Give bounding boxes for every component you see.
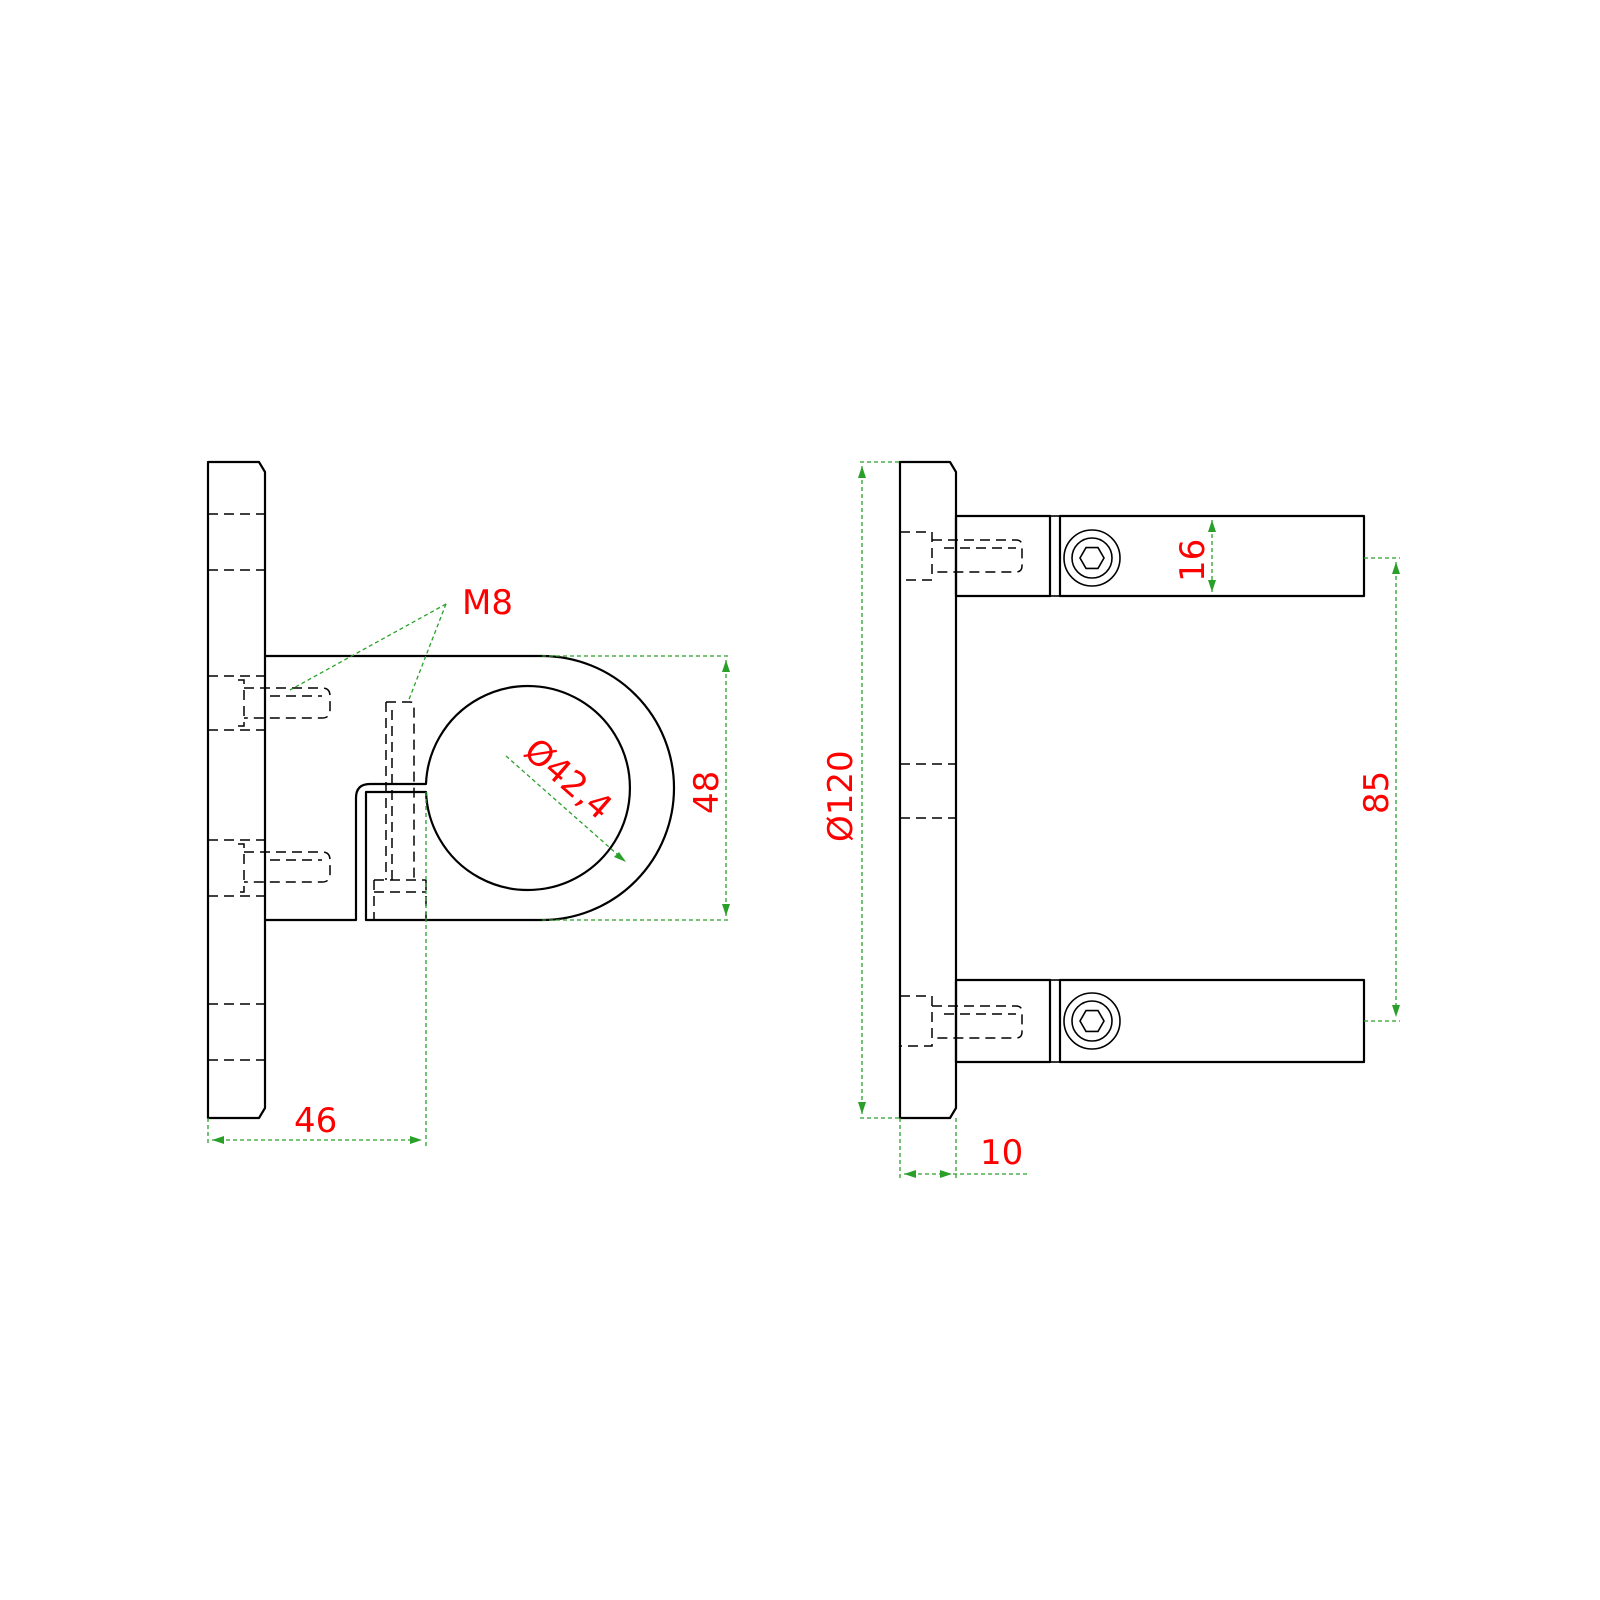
dim-projection-label: 46	[294, 1101, 337, 1141]
dim-plate-thickness-label: 10	[980, 1133, 1023, 1173]
front-view-lower-screw-hidden	[900, 995, 1023, 1047]
dim-arm-spacing-label: 85	[1357, 771, 1397, 814]
dim-arm-height-label: 16	[1173, 539, 1213, 582]
dim-thread-label: M8	[462, 583, 513, 623]
side-view: M8 Ø42,4 48 46	[206, 460, 730, 1146]
side-view-plate-hidden-lines	[208, 513, 265, 1061]
front-view-upper-hex-socket	[1063, 529, 1121, 587]
dim-clamp-height: 48	[542, 655, 730, 921]
dim-pipe-diameter: Ø42,4	[505, 731, 627, 863]
front-view-plate-hidden-lines	[900, 763, 956, 819]
front-view-lower-hex-socket	[1063, 992, 1121, 1050]
side-view-lower-screw-hidden	[238, 843, 331, 893]
front-view-lower-arm	[954, 978, 1366, 1064]
dim-plate-diameter: Ø120	[821, 461, 900, 1119]
side-view-clamp-screw-hidden	[373, 701, 427, 920]
front-view-upper-arm	[954, 514, 1366, 598]
front-view-plate	[898, 460, 958, 1120]
side-view-upper-screw-hidden	[238, 679, 331, 727]
dim-arm-spacing: 85	[1357, 557, 1400, 1022]
dim-plate-thickness: 10	[899, 1118, 1030, 1178]
front-view-upper-screw-hidden	[900, 531, 1023, 581]
side-view-plate	[206, 460, 267, 1120]
dim-thread-leader: M8	[289, 583, 513, 703]
dim-pipe-diameter-label: Ø42,4	[516, 731, 620, 828]
dim-projection: 46	[207, 792, 427, 1146]
front-view: Ø120 10 16 85	[821, 460, 1400, 1178]
dim-clamp-height-label: 48	[687, 771, 727, 814]
side-view-clamp-body	[265, 654, 676, 922]
dim-plate-diameter-label: Ø120	[821, 750, 861, 842]
dim-arm-height: 16	[1173, 520, 1216, 592]
